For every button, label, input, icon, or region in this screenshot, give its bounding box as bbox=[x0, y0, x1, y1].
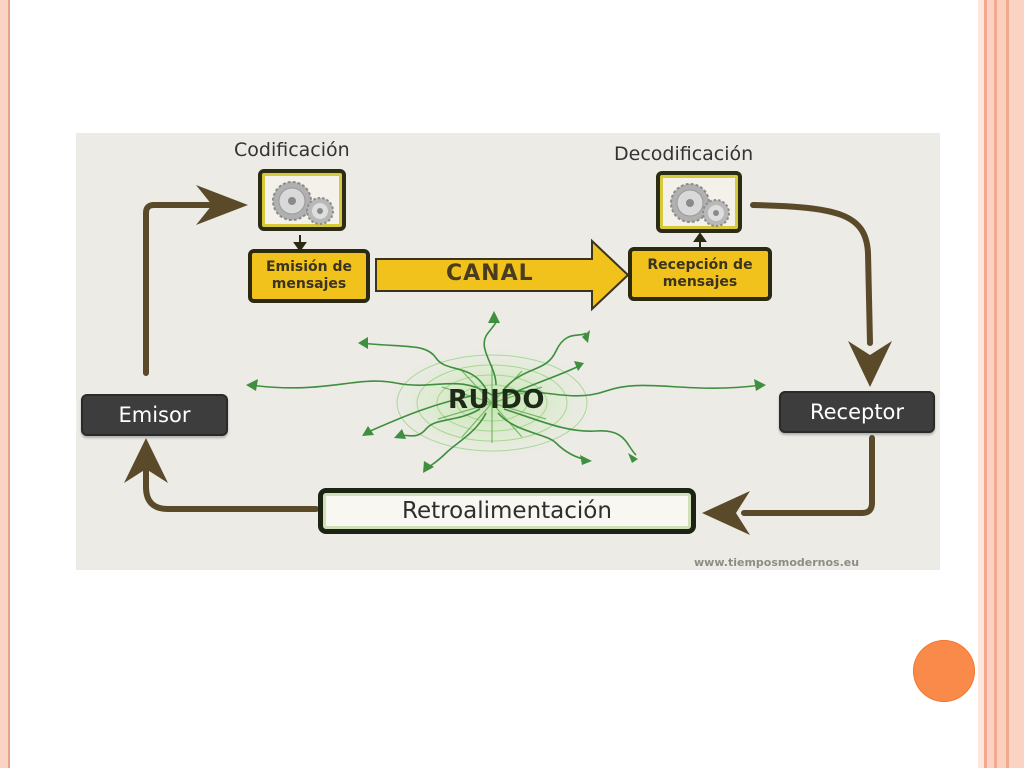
recepcion-box: Recepción de mensajes bbox=[628, 247, 772, 301]
decodificacion-gear-box bbox=[656, 171, 742, 233]
emision-line1: Emisión de bbox=[265, 259, 353, 275]
decodificacion-label: Decodificación bbox=[614, 143, 754, 165]
codificacion-label: Codificación bbox=[234, 139, 350, 161]
right-border-decoration bbox=[978, 0, 1024, 768]
loop-arrowheads bbox=[124, 185, 892, 535]
canal-label: CANAL bbox=[446, 261, 534, 286]
watermark-url: www.tiemposmodernos.eu bbox=[694, 556, 860, 569]
canal-arrow bbox=[375, 238, 630, 312]
noise-arrowheads bbox=[246, 311, 766, 473]
recepcion-line1: Recepción de bbox=[647, 257, 753, 273]
recepcion-line2: mensajes bbox=[662, 274, 738, 290]
emision-box: Emisión de mensajes bbox=[248, 249, 370, 303]
gears-icon bbox=[272, 181, 334, 225]
gears-icon bbox=[670, 183, 730, 227]
loop-connectors bbox=[143, 202, 875, 516]
emision-line2: mensajes bbox=[271, 276, 347, 292]
noise-rays bbox=[437, 365, 547, 443]
left-border-decoration bbox=[0, 0, 10, 768]
ruido-label: RUIDO bbox=[448, 385, 545, 415]
orange-circle-decoration bbox=[913, 640, 975, 702]
retroalimentacion-box: Retroalimentación bbox=[318, 488, 696, 534]
codificacion-gear-box bbox=[258, 169, 346, 231]
communication-diagram: Codificación Decodificación Emisión de m… bbox=[76, 133, 940, 570]
emisor-box: Emisor bbox=[81, 394, 228, 436]
receptor-box: Receptor bbox=[779, 391, 935, 433]
diagram-graphics bbox=[124, 185, 892, 535]
